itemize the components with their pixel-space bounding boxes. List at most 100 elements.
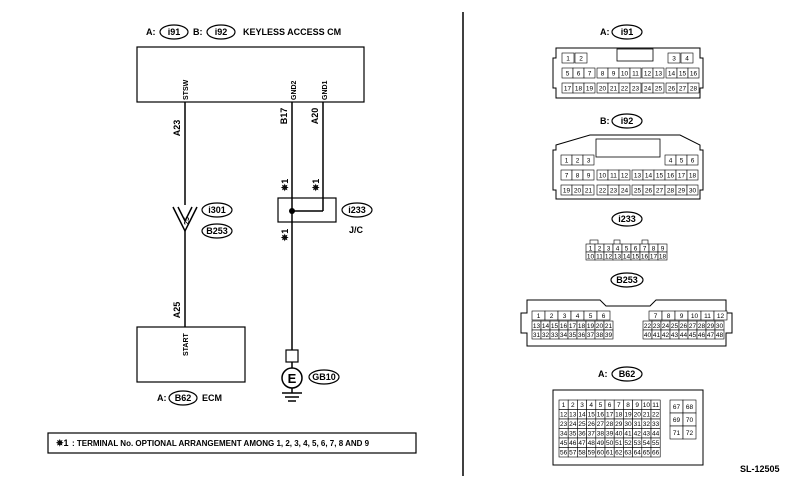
i233-pin-9-label: 9 (661, 245, 665, 252)
i91-pin-3-label: 3 (672, 55, 676, 62)
b253-pin-4-label: 4 (576, 313, 580, 320)
b62-pin-68-label: 68 (686, 404, 694, 411)
i233-pin-15-label: 15 (632, 253, 640, 260)
b62-pin-52-label: 52 (624, 440, 632, 447)
i91-pin-21-label: 21 (610, 85, 618, 92)
b253-pin-38-label: 38 (596, 332, 604, 339)
i91-pin-22-label: 22 (621, 85, 629, 92)
keyless-a-oval (159, 24, 189, 40)
i91-pin-4-cell (680, 52, 694, 64)
i91-pin-25-cell (652, 82, 665, 94)
i92-pin-14-label: 14 (645, 172, 653, 179)
i92-connector-housing (552, 134, 704, 200)
b62-pin-3-label: 3 (580, 402, 584, 409)
b62-pin-16-label: 16 (597, 412, 605, 419)
b62-pin-20-label: 20 (634, 412, 642, 419)
b62-pin-43-label: 43 (643, 431, 651, 438)
b62-pin-8-label: 8 (626, 402, 630, 409)
b253-pin-29-label: 29 (707, 323, 715, 330)
b62-pin-29-label: 29 (615, 421, 623, 428)
b253-pin-14-label: 14 (542, 323, 550, 330)
b253-pin-37-label: 37 (587, 332, 595, 339)
b253-code: B253 (206, 226, 228, 236)
b253-pin-18-label: 18 (578, 323, 586, 330)
b253-oval (201, 223, 233, 239)
i233-oval (611, 211, 643, 227)
b62-pin-28-label: 28 (606, 421, 614, 428)
i233-pin-4-label: 4 (616, 245, 620, 252)
b253-pin-39-cell (603, 329, 614, 340)
pin-gnd2: GND2 (291, 80, 298, 100)
b253-pin-40-label: 40 (644, 332, 652, 339)
i91-pin-11-cell (629, 67, 642, 79)
connector-chevron-inner (177, 206, 193, 223)
ground-code: GB10 (312, 372, 336, 382)
b253-pin-15-label: 15 (551, 323, 559, 330)
i92-pin-24-cell (618, 184, 631, 196)
b253-pin-17-label: 17 (569, 323, 577, 330)
i91-prefix: A: (600, 27, 610, 37)
b253-pin-36-label: 36 (578, 332, 586, 339)
i233-pin-1-label: 1 (589, 245, 593, 252)
b253-pin-13-label: 13 (533, 323, 541, 330)
i91-pin-7-label: 7 (588, 70, 592, 77)
b253-connector-oval (610, 272, 644, 288)
i92-pin-1-label: 1 (565, 157, 569, 164)
b253-pin-43-label: 43 (671, 332, 679, 339)
i92-pin-13-label: 13 (634, 172, 642, 179)
i233-pin-16-label: 16 (641, 253, 649, 260)
b62-pin-41-label: 41 (624, 431, 632, 438)
b253-pin-19-label: 19 (587, 323, 595, 330)
b62-pin-36-label: 36 (578, 431, 586, 438)
i92-pin-3-cell (582, 154, 595, 166)
i92-pin-12-cell (618, 169, 631, 181)
ecm-box (136, 326, 246, 383)
b62-oval (611, 366, 643, 382)
b62-pin-9-label: 9 (635, 402, 639, 409)
b62-pin-25-label: 25 (578, 421, 586, 428)
b253-pin-5-label: 5 (589, 313, 593, 320)
b253-pin-46-label: 46 (698, 332, 706, 339)
i233-pin-17-label: 17 (650, 253, 658, 260)
i92-pin-8-label: 8 (576, 172, 580, 179)
b62-code: B62 (619, 369, 636, 379)
b62-pin-19-label: 19 (624, 412, 632, 419)
i91-pin-27-label: 27 (679, 85, 687, 92)
keyless-name: KEYLESS ACCESS CM (243, 27, 341, 37)
b253-pin-9-label: 9 (680, 313, 684, 320)
i91-pin-23-cell (629, 82, 642, 94)
i91-pin-19-label: 19 (586, 85, 594, 92)
keyless-b-code: i92 (215, 27, 228, 37)
i91-pin-8-label: 8 (601, 70, 605, 77)
b62-pin-56-label: 56 (560, 450, 568, 457)
b62-pin-6-label: 6 (608, 402, 612, 409)
b62-pin-15-label: 15 (588, 412, 596, 419)
b253-pin-41-label: 41 (653, 332, 661, 339)
i92-pin-24-label: 24 (621, 187, 629, 194)
i92-pin-18-cell (686, 169, 699, 181)
i91-pin-24-label: 24 (644, 85, 652, 92)
footnote-mark: ✵1 (55, 438, 69, 448)
i91-pin-6-label: 6 (577, 70, 581, 77)
footnote-text: : TERMINAL No. OPTIONAL ARRANGEMENT AMON… (72, 439, 370, 448)
i91-pin-2-cell (574, 52, 588, 64)
wire-label-a20: A20 (310, 108, 320, 125)
b62-pin-42-label: 42 (634, 431, 642, 438)
b253-pin-2-label: 2 (550, 313, 554, 320)
b253-pin-28-label: 28 (698, 323, 706, 330)
i92-pin-25-label: 25 (634, 187, 642, 194)
i233-pin-13-label: 13 (614, 253, 622, 260)
mark-star1-gnd2-top: ✵1 (280, 179, 290, 193)
pin-start: START (183, 332, 190, 356)
i91-latch (616, 48, 654, 62)
i92-pin-15-label: 15 (656, 172, 664, 179)
jc-code: i233 (348, 205, 366, 215)
b253-pin-6-cell (596, 310, 611, 321)
i91-pin-12-label: 12 (644, 70, 652, 77)
b62-pin-55-label: 55 (652, 440, 660, 447)
i92-pin-21-label: 21 (585, 187, 593, 194)
b253-pin-21-label: 21 (605, 323, 613, 330)
b253-pin-44-label: 44 (680, 332, 688, 339)
b62-pin-69-label: 69 (673, 417, 681, 424)
